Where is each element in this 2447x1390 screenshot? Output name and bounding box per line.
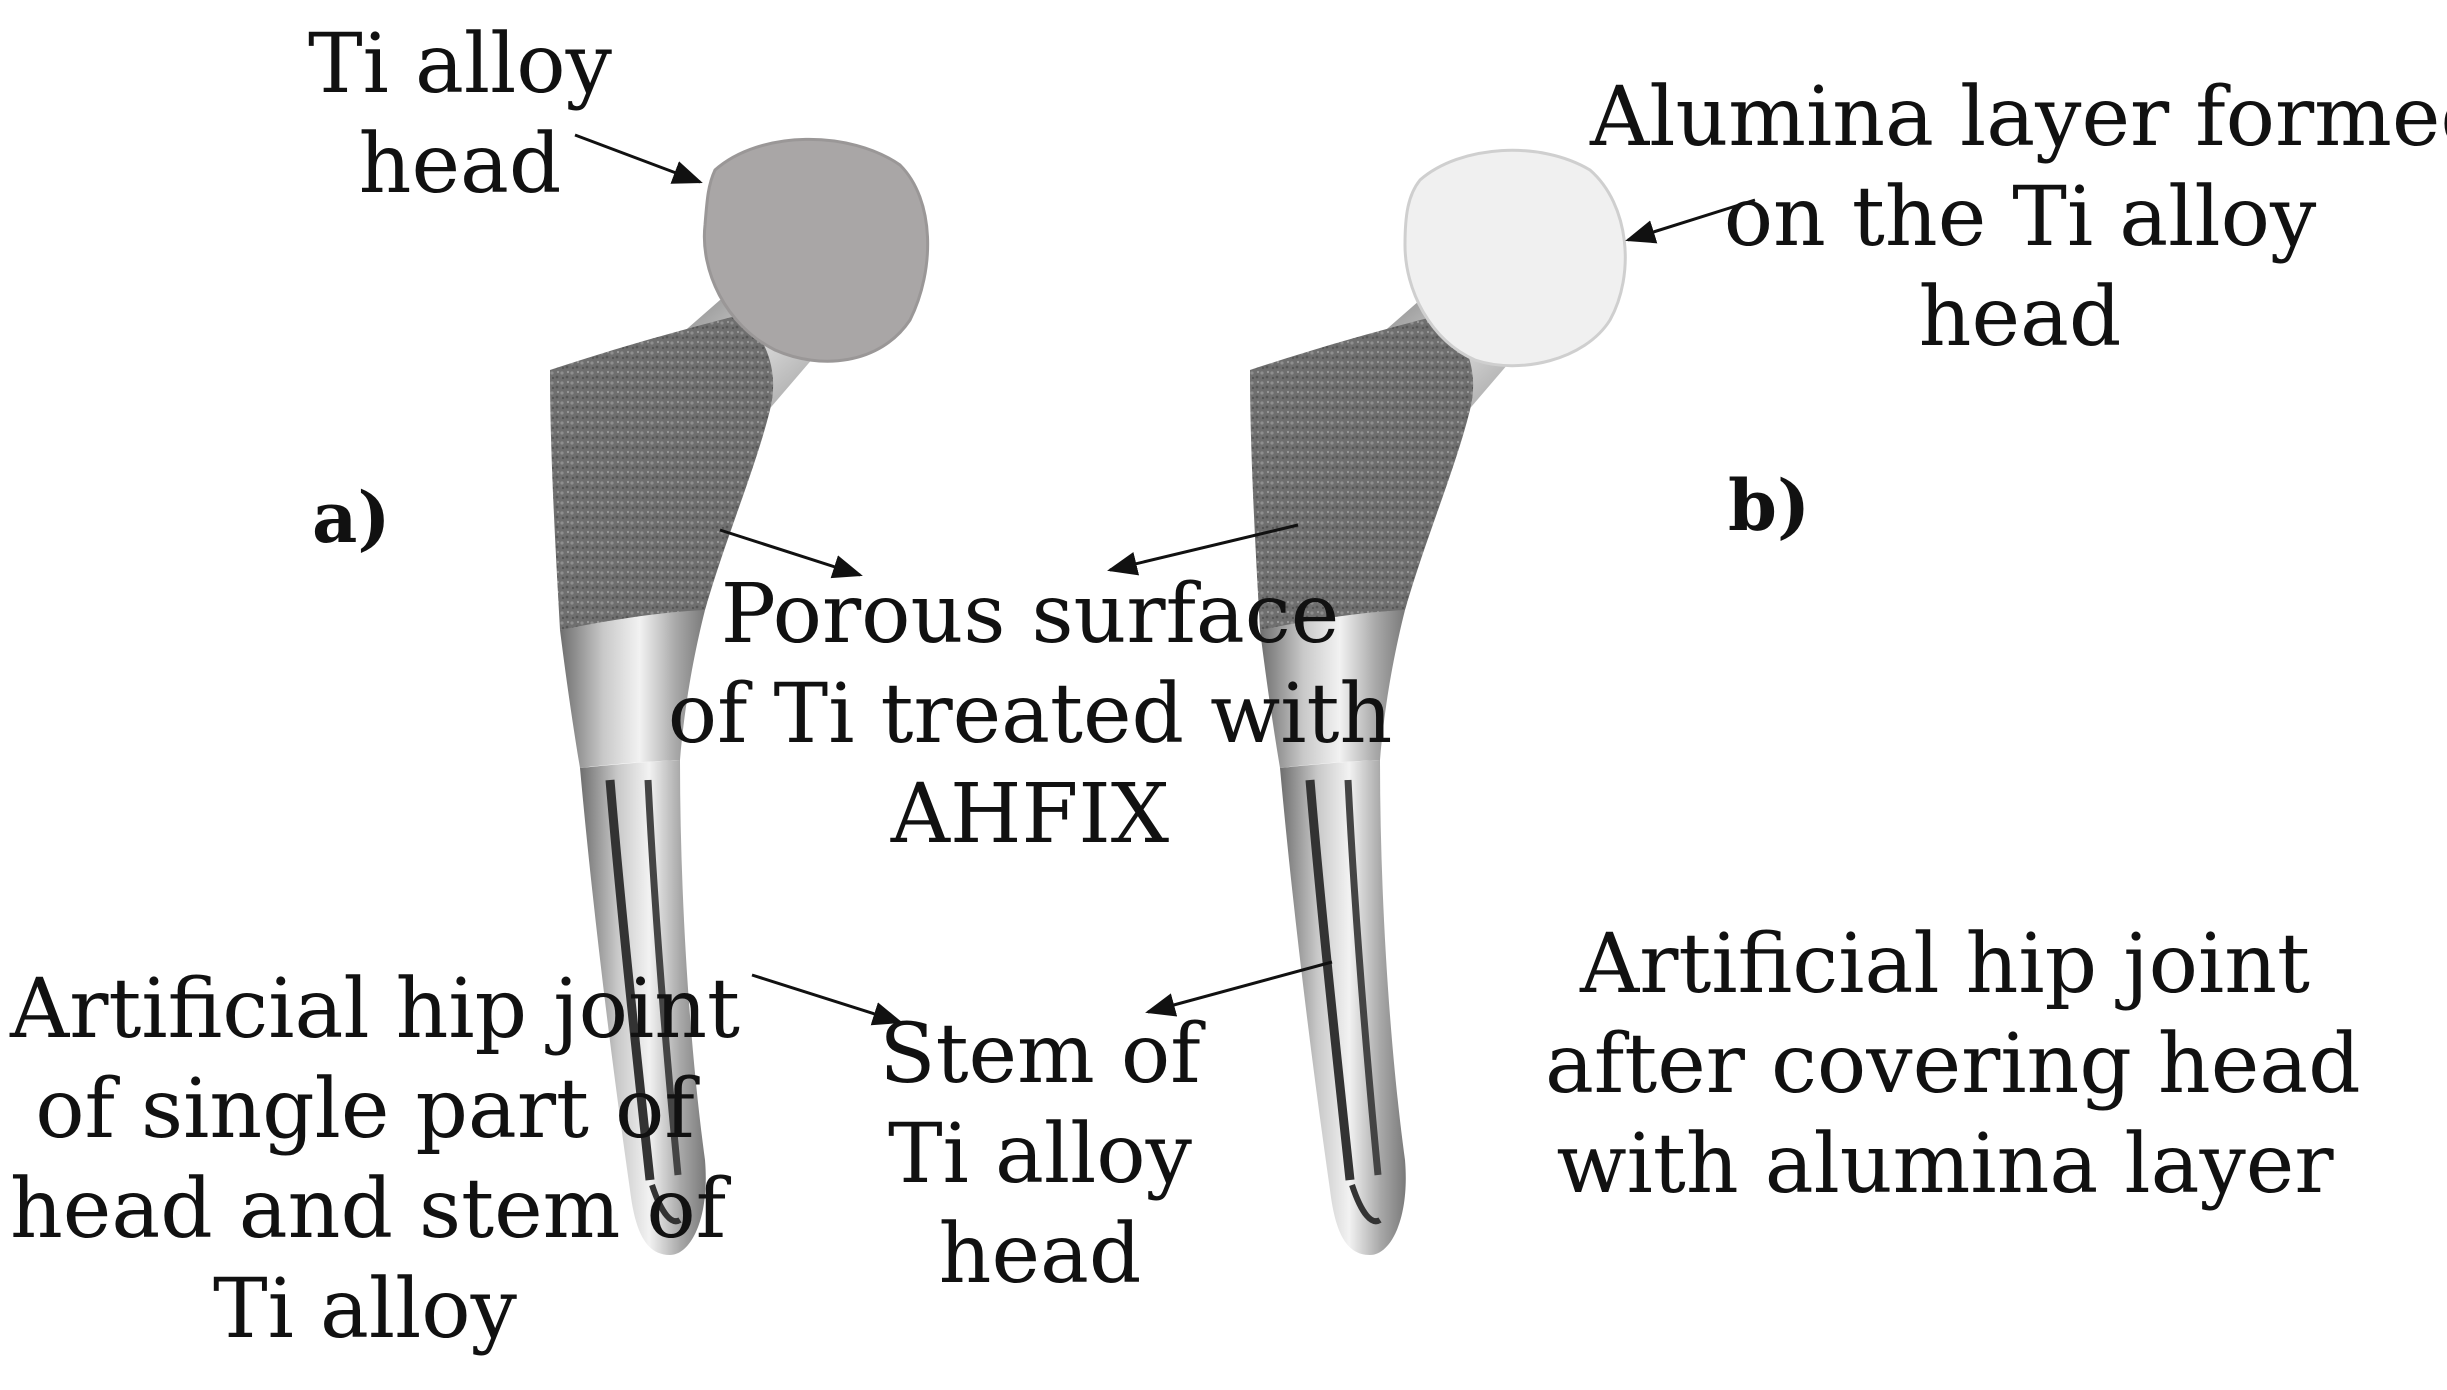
label-line: AHFIX <box>890 767 1170 862</box>
label-line: head <box>1918 270 2122 365</box>
arrow-porous-b <box>1107 523 1299 576</box>
arrow-stem-b <box>1145 960 1333 1017</box>
label-line: Artificial hip joint <box>10 962 740 1057</box>
label-line: on the Ti alloy <box>1723 170 2317 265</box>
arrow-stem-a <box>751 973 903 1026</box>
label-line: Artificial hip joint <box>1580 917 2310 1012</box>
label-line: head <box>938 1207 1142 1302</box>
label-line: of single part of <box>35 1062 695 1157</box>
label-line: after covering head <box>1545 1017 2361 1112</box>
label-line: Ti alloy <box>307 17 613 112</box>
label-line: of Ti treated with <box>667 667 1393 762</box>
label-porous-surface: Porous surface of Ti treated with AHFIX <box>655 565 1405 865</box>
arrow-ti-head <box>574 133 703 184</box>
label-hip-joint-b: Artificial hip joint after covering head… <box>1545 915 2361 1215</box>
label-alumina-layer: Alumina layer formed on the Ti alloy hea… <box>1590 68 2447 368</box>
label-hip-joint-a: Artificial hip joint of single part of h… <box>10 960 740 1360</box>
label-line: Ti alloy <box>887 1107 1193 1202</box>
ti-alloy-head <box>702 137 930 363</box>
arrow-alumina <box>1625 198 1756 244</box>
label-line: Ti alloy <box>212 1262 518 1357</box>
panel-label-a: a) <box>312 476 391 559</box>
arrows <box>574 133 1756 1026</box>
panel-label-b: b) <box>1728 464 1811 547</box>
label-line: Porous surface <box>720 567 1340 662</box>
label-stem: Stem of Ti alloy head <box>830 1005 1250 1305</box>
label-line: Stem of <box>879 1007 1201 1102</box>
arrow-porous-a <box>719 528 863 579</box>
label-line: with alumina layer <box>1556 1117 2334 1212</box>
alumina-head <box>1403 148 1627 368</box>
label-line: Alumina layer formed <box>1590 70 2447 165</box>
label-line: head <box>358 117 562 212</box>
label-ti-alloy-head: Ti alloy head <box>300 15 620 215</box>
label-line: head and stem of <box>10 1162 727 1257</box>
